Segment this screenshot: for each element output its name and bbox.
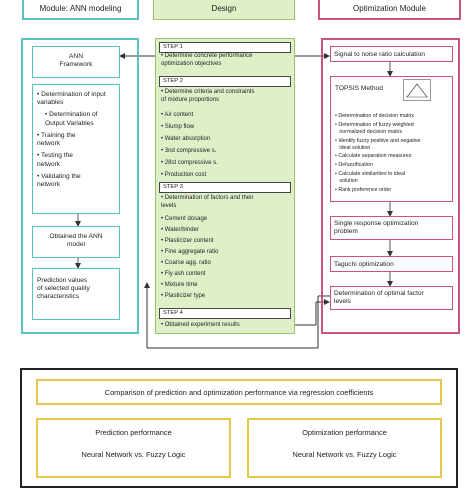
design-header: Design xyxy=(153,0,295,20)
ann-column xyxy=(21,38,139,334)
topsis-step-separation: • Calculate separation measures xyxy=(335,153,412,160)
ann-steps-box: • Determination of input variables • Det… xyxy=(32,84,120,214)
topsis-box: TOPSIS Method • Determination of decisio… xyxy=(330,76,453,202)
step-1-item-objectives: • Determine concrete performance optimiz… xyxy=(161,53,253,67)
single-response-box: Single response optimization problem xyxy=(330,216,453,240)
step-2-item-criteria: • Determine criteria and constraints of … xyxy=(161,89,255,103)
ann-prediction-values-box: Prediction values of selected quality ch… xyxy=(32,268,120,320)
comparison-title-box: Comparison of prediction and optimizatio… xyxy=(36,379,442,405)
ann-step-training: • Training the network xyxy=(37,131,76,148)
step-3-item-plasticizer-type: • Plasticizer type xyxy=(161,293,206,299)
step-3-item-fine-aggregate: • Fine aggregate ratio xyxy=(161,249,219,255)
optimization-column xyxy=(321,38,460,334)
topsis-title: TOPSIS Method xyxy=(335,85,383,92)
optimization-performance-title: Optimization performance xyxy=(302,428,387,437)
ann-step-input-variables: • Determination of input variables xyxy=(37,91,106,107)
optimization-performance-subtitle: Neural Network vs. Fuzzy Logic xyxy=(292,450,397,459)
ann-module-header: Module: ANN modeling xyxy=(22,0,139,20)
step-2-item-production-cost: • Production cost xyxy=(161,172,207,178)
step-3-item-factors: • Determination of factors and their lev… xyxy=(161,195,254,209)
step-3-label: STEP 3 xyxy=(159,182,291,193)
signal-to-noise-box: Signal to noise ratio calculation xyxy=(330,46,453,62)
connector-lines xyxy=(75,53,393,349)
topsis-step-defuzzification: • Defuzzification xyxy=(335,162,373,169)
step-3-item-mixture-time: • Mixture time xyxy=(161,282,198,288)
step-4-item-results: • Obtained experiment results xyxy=(161,322,240,328)
prediction-performance-subtitle: Neural Network vs. Fuzzy Logic xyxy=(81,450,186,459)
step-2-item-water-absorption: • Water absorption xyxy=(161,136,211,142)
optimization-performance-box: Optimization performance Neural Network … xyxy=(247,418,442,478)
step-1-label: STEP 1 xyxy=(159,42,291,53)
step-3-item-plasticizer-content: • Plasticizer content xyxy=(161,238,214,244)
prediction-performance-box: Prediction performance Neural Network vs… xyxy=(36,418,231,478)
prediction-performance-title: Prediction performance xyxy=(95,428,172,437)
topsis-list: • Determination of decision matrix • Det… xyxy=(335,113,420,194)
optimal-factor-levels-box: Determination of optimal factor levels xyxy=(330,286,453,310)
triangular-fuzzy-number-icon xyxy=(403,79,431,101)
topsis-step-decision-matrix: • Determination of decision matrix xyxy=(335,113,414,119)
ann-framework-box: ANN Framework xyxy=(32,46,120,78)
ann-step-validating: • Validating the network xyxy=(37,172,81,189)
step-2-item-28st-compressive: • 28st compressive s. xyxy=(161,160,218,166)
step-2-item-air-content: • Air content xyxy=(161,112,194,118)
topsis-step-fuzzy-weighted: • Determination of fuzzy weighted normal… xyxy=(335,121,414,135)
topsis-step-similarities: • Calculate similarities to ideal soluti… xyxy=(335,171,406,184)
topsis-step-ideal-solution: • Identify fuzzy positive and negative i… xyxy=(335,137,421,151)
step-2-item-3nd-compressive: • 3nd compressive s. xyxy=(161,148,217,154)
ann-step-testing: • Testing the network xyxy=(37,152,73,168)
step-3-item-fly-ash: • Fly ash content xyxy=(161,271,206,277)
optimization-module-header: Optimization Module xyxy=(318,0,461,20)
step-3-item-coarse-agg: • Coarse agg. ratio xyxy=(161,260,211,266)
topsis-step-rank: • Rank preference order xyxy=(335,186,392,193)
step-2-item-slump-flow: • Slump flow xyxy=(161,124,195,130)
step-3-item-cement-dosage: • Cement dosage xyxy=(161,216,208,222)
step-4-label: STEP 4 xyxy=(159,308,291,319)
ann-obtained-model-box: Obtained the ANN model xyxy=(32,226,120,258)
design-column: STEP 1 • Determine concrete performance … xyxy=(155,38,295,334)
step-3-item-water-binder: • Water/binder xyxy=(161,227,199,233)
taguchi-box: Taguchi optimization xyxy=(330,256,453,272)
ann-step-output-variables: • Determination of Output Variables xyxy=(45,111,98,127)
step-2-label: STEP 2 xyxy=(159,76,291,87)
